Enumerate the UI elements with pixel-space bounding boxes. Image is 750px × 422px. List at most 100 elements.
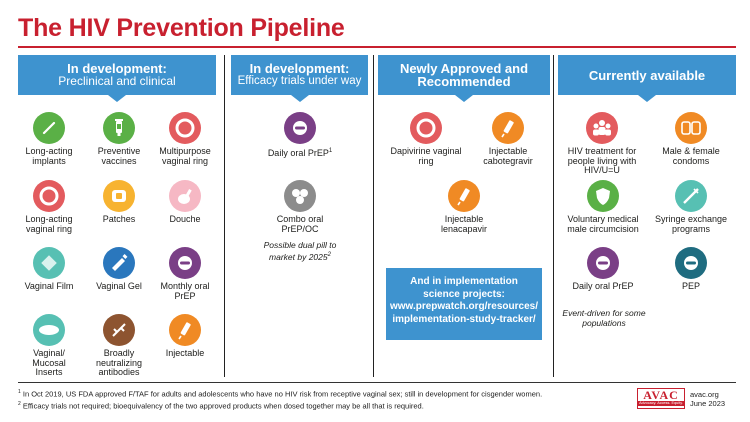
item-long-acting-ring: Long-acting vaginal ring: [18, 180, 80, 234]
footnote-text: In Oct 2019, US FDA approved F/TAF for a…: [22, 389, 543, 399]
item-label: Douche: [169, 214, 201, 224]
item-vmmc: Voluntary medical male circumcision: [562, 180, 644, 234]
implant-icon: [33, 112, 65, 144]
item-label: Monthly oral PrEP: [160, 281, 210, 301]
item-multipurpose-ring: Multipurpose vaginal ring: [152, 112, 218, 166]
implementation-heading: science projects:: [423, 288, 505, 300]
item-daily-prep-dev: Daily oral PrEP1: [262, 112, 338, 159]
implementation-heading: And in implementation: [410, 276, 518, 287]
syringe-icon: [492, 112, 524, 144]
item-label: Vaginal/ Mucosal Inserts: [32, 348, 66, 377]
dual-pill-note: Possible dual pill to market by 20252: [252, 240, 348, 262]
item-injectable: Injectable: [152, 314, 218, 359]
footnote-number: 2: [18, 401, 21, 407]
item-cabotegravir: Injectable cabotegravir: [468, 112, 548, 166]
item-vaginal-film: Vaginal Film: [18, 247, 80, 292]
syringe-icon: [448, 180, 480, 212]
item-label: Daily oral PrEP1: [262, 147, 338, 159]
column-header-line2: Recommended: [417, 74, 511, 89]
column-header-line2: Efficacy trials under way: [237, 75, 362, 87]
item-monthly-prep: Monthly oral PrEP: [152, 247, 218, 301]
logo-tagline: Advocacy. Access. Equity.: [638, 401, 684, 406]
item-label: Combo oral PrEP/OC: [276, 214, 324, 234]
ring-icon: [33, 180, 65, 212]
note-text: Possible dual pill to market by 2025: [263, 240, 337, 262]
item-label: Injectable lenacapavir: [440, 214, 488, 234]
item-syringe-exchange: Syringe exchange programs: [648, 180, 734, 234]
implementation-link[interactable]: implementation-study-tracker/: [392, 313, 536, 325]
item-label: Daily oral PrEP: [572, 281, 634, 291]
pill-icon: [284, 112, 316, 144]
item-pep: PEP: [652, 247, 730, 292]
item-label: Multipurpose vaginal ring: [159, 146, 211, 166]
column-divider: [553, 55, 554, 377]
footnote-number: 1: [18, 389, 21, 395]
combo-pill-icon: [284, 180, 316, 212]
item-mucosal-inserts: Vaginal/ Mucosal Inserts: [18, 314, 80, 378]
footnote-1: 1 In Oct 2019, US FDA approved F/TAF for…: [18, 389, 542, 399]
item-condoms: Male & female condoms: [652, 112, 730, 166]
item-label: Male & female condoms: [662, 146, 720, 166]
column-header-line1: Currently available: [588, 67, 706, 83]
shield-icon: [587, 180, 619, 212]
item-label: Injectable cabotegravir: [483, 146, 533, 166]
pill-icon: [587, 247, 619, 279]
people-icon: [586, 112, 618, 144]
column-header-efficacy: In development: Efficacy trials under wa…: [231, 55, 368, 102]
column-divider: [224, 55, 225, 377]
page-title: The HIV Prevention Pipeline: [18, 14, 345, 42]
item-patches: Patches: [88, 180, 150, 225]
item-douche: Douche: [152, 180, 218, 225]
column-divider: [373, 55, 374, 377]
insert-icon: [33, 314, 65, 346]
film-icon: [33, 247, 65, 279]
item-bnabs: Broadly neutralizing antibodies: [88, 314, 150, 378]
column-header-line1: Newly Approved and: [399, 61, 529, 76]
implementation-link[interactable]: www.prepwatch.org/resources/: [389, 301, 538, 312]
column-header-available: Currently available: [558, 55, 736, 102]
event-driven-note: Event-driven for some populations: [562, 308, 646, 328]
item-long-acting-implants: Long-acting implants: [18, 112, 80, 166]
pill-icon: [169, 247, 201, 279]
item-vaginal-gel: Vaginal Gel: [88, 247, 150, 292]
footer-rule: [18, 382, 736, 383]
item-label: Voluntary medical male circumcision: [567, 214, 639, 234]
avac-logo: AVAC Advocacy. Access. Equity.: [637, 388, 685, 409]
patch-icon: [103, 180, 135, 212]
implementation-box: And in implementation science projects: …: [386, 268, 542, 340]
item-combo-prep: Combo oral PrEP/OC: [258, 180, 342, 234]
column-header-line1: In development:: [249, 61, 350, 76]
credit-date: June 2023: [690, 399, 726, 408]
item-label: Broadly neutralizing antibodies: [95, 348, 143, 377]
item-label-text: Daily oral PrEP: [267, 148, 329, 158]
item-label: PEP: [681, 281, 700, 291]
item-preventive-vaccines: Preventive vaccines: [88, 112, 150, 166]
footnote-ref: 2: [327, 252, 331, 258]
item-label: Preventive vaccines: [97, 146, 141, 166]
item-hiv-treatment: HIV treatment for people living with HIV…: [562, 112, 642, 176]
item-label: Long-acting vaginal ring: [25, 214, 73, 234]
item-label: Vaginal Gel: [96, 281, 142, 291]
column-header-approved: Newly Approved and Recommended: [378, 55, 550, 102]
item-daily-prep-available: Daily oral PrEP: [566, 247, 640, 292]
item-label: Vaginal Film: [24, 281, 74, 291]
antibody-icon: [103, 314, 135, 346]
column-header-line2: Preclinical and clinical: [58, 74, 176, 88]
item-label: Syringe exchange programs: [654, 214, 728, 234]
item-label: Injectable: [165, 348, 205, 358]
footnote-2: 2 Efficacy trials not required; bioequiv…: [18, 401, 424, 411]
syringe-icon: [169, 314, 201, 346]
column-header-line1: In development:: [67, 61, 167, 76]
title-rule: [18, 46, 736, 48]
ring-icon: [169, 112, 201, 144]
footnote-text: Efficacy trials not required; bioequival…: [22, 401, 424, 411]
douche-icon: [169, 180, 201, 212]
gel-icon: [103, 247, 135, 279]
column-header-preclinical: In development: Preclinical and clinical: [18, 55, 216, 102]
credit: avac.org June 2023: [690, 390, 725, 408]
vaccine-icon: [103, 112, 135, 144]
pill-icon: [675, 247, 707, 279]
syringe-icon: [675, 180, 707, 212]
credit-site[interactable]: avac.org: [690, 390, 719, 399]
item-label: HIV treatment for people living with HIV…: [567, 146, 637, 175]
